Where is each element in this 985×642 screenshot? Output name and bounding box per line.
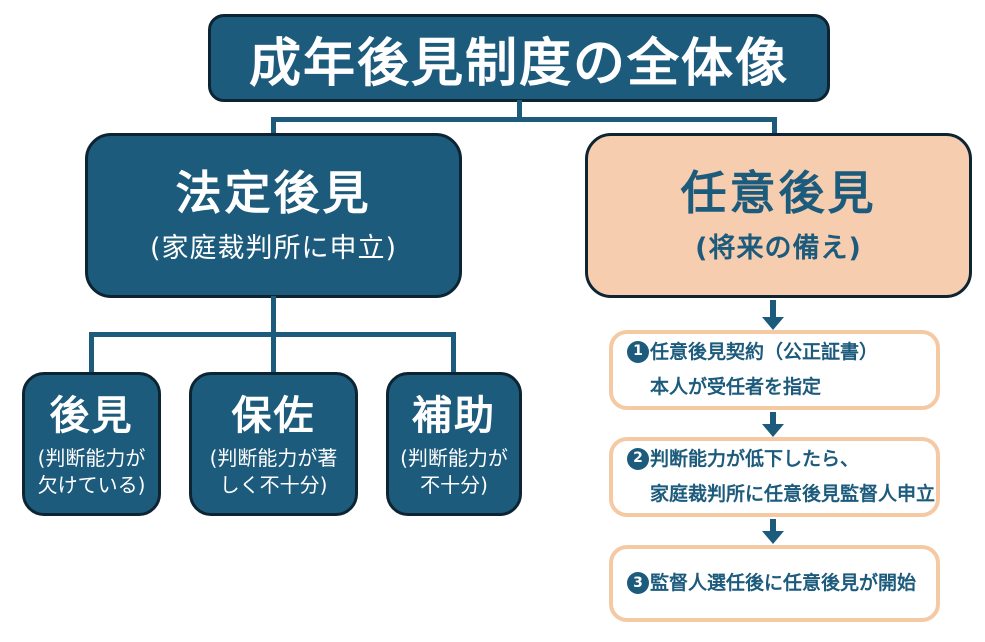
connector-drop-voluntary (772, 117, 777, 135)
connector-drop-hojo (451, 332, 456, 376)
connector-drop-kouken (89, 332, 94, 376)
step-text: 任意後見契約（公正証書） (650, 340, 879, 363)
type-name: 保佐 (231, 393, 316, 440)
type-name: 補助 (412, 393, 496, 440)
type-box-kouken: 後見 (判断能力が 欠けている) (22, 372, 161, 516)
step-line2: 本人が受任者を指定 (650, 376, 822, 398)
arrow-down-icon (762, 317, 784, 330)
legal-heading: 法定後見 (175, 166, 372, 221)
title-box: 成年後見制度の全体像 (208, 14, 830, 102)
arrow-down-icon (770, 412, 776, 426)
connector-drop-legal (271, 117, 276, 135)
type-box-hojo: 補助 (判断能力が 不十分) (386, 372, 522, 516)
type-desc: (判断能力が 欠けている) (38, 445, 146, 498)
legal-subheading: (家庭裁判所に申立) (149, 232, 398, 264)
connector-title-stub (517, 100, 522, 122)
connector-legal-stub (271, 296, 276, 336)
legal-guardianship-box: 法定後見 (家庭裁判所に申立) (85, 133, 462, 298)
voluntary-step-3: 3 監督人選任後に任意後見が開始 (609, 545, 940, 622)
type-desc: (判断能力が著 しく不十分) (210, 445, 338, 498)
type-desc: (判断能力が 不十分) (400, 445, 508, 498)
step-number-badge: 1 (627, 341, 649, 364)
step-line2: 家庭裁判所に任意後見監督人申立 (650, 483, 936, 505)
step-line1: 3 監督人選任後に任意後見が開始 (627, 566, 928, 601)
connector-top-horizontal (271, 117, 777, 122)
arrow-down-icon (762, 531, 784, 544)
arrow-down-icon (770, 519, 776, 533)
arrow-down-icon (762, 424, 784, 437)
step-text: 監督人選任後に任意後見が開始 (650, 571, 917, 594)
page-title: 成年後見制度の全体像 (248, 33, 789, 94)
voluntary-heading: 任意後見 (680, 166, 877, 221)
type-name: 後見 (49, 393, 134, 440)
type-desc-line1: (判断能力が著 (209, 446, 338, 471)
connector-drop-hosa (271, 332, 276, 376)
step-line1: 2 判断能力が低下したら、 (627, 442, 928, 477)
arrow-down-icon (770, 300, 776, 318)
type-desc-line2: 欠けている) (37, 472, 146, 497)
voluntary-step-2: 2 判断能力が低下したら、 家庭裁判所に任意後見監督人申立 (609, 437, 940, 517)
step-text: 判断能力が低下したら、 (650, 447, 860, 470)
step-line1: 1 任意後見契約（公正証書） (627, 335, 928, 370)
voluntary-step-1: 1 任意後見契約（公正証書） 本人が受任者を指定 (609, 330, 940, 410)
type-desc-line1: (判断能力が (37, 446, 146, 471)
type-box-hosa: 保佐 (判断能力が著 しく不十分) (189, 372, 358, 516)
step-number-badge: 3 (627, 572, 649, 595)
voluntary-subheading: (将来の備え) (695, 232, 862, 264)
type-desc-line2: 不十分) (420, 472, 488, 497)
step-number-badge: 2 (627, 448, 649, 471)
voluntary-guardianship-box: 任意後見 (将来の備え) (585, 133, 972, 298)
type-desc-line1: (判断能力が (400, 446, 508, 471)
type-desc-line2: しく不十分) (219, 472, 328, 497)
